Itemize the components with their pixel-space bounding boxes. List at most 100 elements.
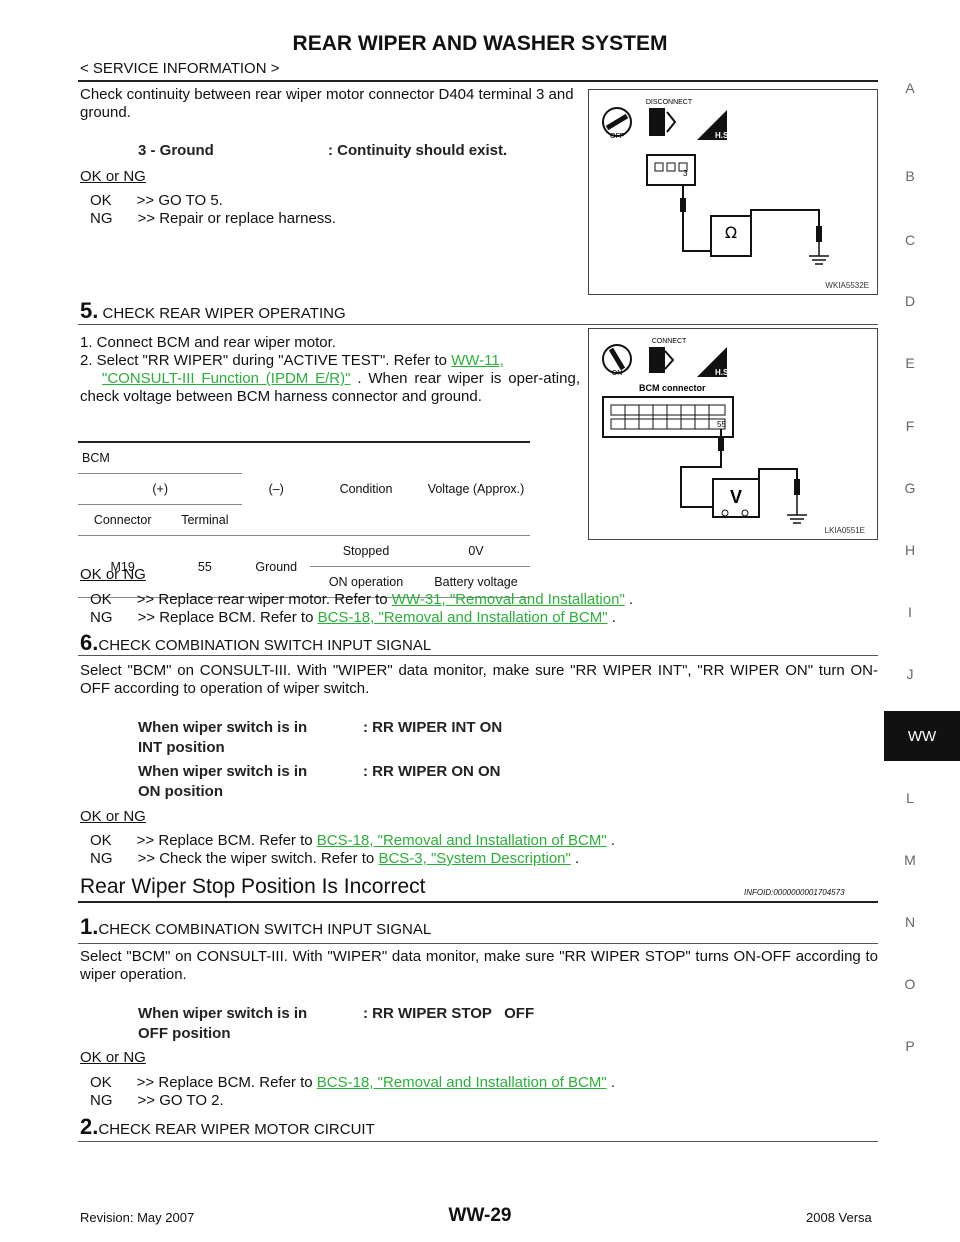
ok-result-3: OK >> Replace BCM. Refer to BCS-18, "Rem… [90,832,615,850]
table-header-row-2: (+) [78,473,530,505]
step-2-heading: 2.CHECK REAR WIPER MOTOR CIRCUIT [80,1114,375,1140]
divider [78,324,878,325]
ok-result-3-tail: . [606,832,616,849]
ng-result-3-tail: . [570,850,580,867]
side-index-h[interactable]: H [904,542,916,558]
table-header-minus: (–) [242,442,310,536]
divider [78,655,878,656]
ng-result-2-text: NG >> Replace BCM. Refer to [90,609,318,626]
vehicle-model: 2008 Versa [806,1210,872,1225]
revision-date: Revision: May 2007 [80,1210,195,1225]
figure-code: WKIA5532E [825,281,869,290]
voltmeter-symbol: V [730,487,742,507]
ok-or-ng-heading-4: OK or NG [80,1049,146,1066]
condition-on-value: : RR WIPER ON ON [363,763,501,780]
condition-on-line-1: When wiper switch is in [138,763,308,780]
link-consult-iii-function[interactable]: "CONSULT-III Function (IPDM E/R)" [102,370,351,387]
step-1-heading: 1.CHECK COMBINATION SWITCH INPUT SIGNAL [80,914,431,940]
table-header-row-3: Connector Terminal [78,504,530,536]
step-5-heading: 5. CHECK REAR WIPER OPERATING [80,298,346,324]
link-ww-11[interactable]: WW-11, [451,352,504,369]
connect-label: CONNECT [652,338,687,345]
ignition-off-label: OFF [610,133,624,140]
link-ww-31[interactable]: WW-31, "Removal and Installation" [391,591,625,608]
step-title: CHECK REAR WIPER MOTOR CIRCUIT [98,1121,375,1138]
section-rule [78,901,878,903]
side-index-d[interactable]: D [904,293,916,309]
ignition-on-label: ON [612,370,623,377]
table-header-terminal: Terminal [167,504,243,536]
side-index-j[interactable]: J [906,666,914,682]
side-index-b[interactable]: B [905,168,915,184]
step1-text: Select "BCM" on CONSULT-III. With "WIPER… [80,948,878,983]
ng-result-3-text: NG >> Check the wiper switch. Refer to [90,850,379,867]
table-header-row-1: BCM (–) Condition Voltage (Approx.) [78,442,530,536]
divider [78,1141,878,1142]
table-header-voltage: Voltage (Approx.) [422,442,530,536]
step-title: CHECK REAR WIPER OPERATING [102,305,346,322]
table-header-condition: Condition [310,442,422,536]
table-header-connector: Connector [78,504,168,536]
ok-or-ng-heading-3: OK or NG [80,808,146,825]
condition-int-line-1: When wiper switch is in [138,719,308,736]
side-index-p[interactable]: P [905,1038,915,1054]
step5-item-2-text-cont: . When rear wiper is oper-ating, check v… [80,370,580,405]
step5-item-1: 1. Connect BCM and rear wiper motor. [80,334,336,351]
side-index-m[interactable]: M [904,852,916,868]
ok-result-2-tail: . [624,591,634,608]
step-title: CHECK COMBINATION SWITCH INPUT SIGNAL [98,921,432,938]
link-bcs-18[interactable]: BCS-18, "Removal and Installation of BCM… [316,1074,607,1091]
table-header-bcm: BCM [78,442,243,474]
condition-value: : Continuity should exist. [328,142,508,159]
ok-result-2-text: OK >> Replace rear wiper motor. Refer to [90,591,392,608]
terminal-number: 3 [683,169,688,178]
table-cell-voltage-2: Battery voltage [422,566,530,598]
ok-result-4-text: OK >> Replace BCM. Refer to [90,1074,317,1091]
side-index-g[interactable]: G [904,480,916,496]
link-bcs-3[interactable]: BCS-3, "System Description" [378,850,571,867]
condition-off-value: : RR WIPER STOP OFF [363,1005,535,1022]
side-index-l[interactable]: L [906,790,914,806]
side-index-i[interactable]: I [908,604,912,620]
harness-side-label: H.S. [715,131,731,140]
ok-result-3-text: OK >> Replace BCM. Refer to [90,832,317,849]
table-cell-connector: M19 [78,535,168,598]
side-index-ww-active[interactable]: WW [884,711,960,761]
continuity-diagram: OFF DISCONNECT H.S. 3 Ω WKIA5532E [588,89,878,295]
ok-result-2: OK >> Replace rear wiper motor. Refer to… [90,591,633,609]
harness-side-label-2: H.S. [715,368,731,377]
info-id: INFOID:0000000001704573 [744,888,845,897]
intro-text: Check continuity between rear wiper moto… [80,86,574,121]
step5-item-2-text: 2. Select "RR WIPER" during "ACTIVE TEST… [80,352,452,369]
voltage-diagram: ON CONNECT H.S. BCM connector 55 V LKIA0… [588,328,878,540]
table-row: ON operation Battery voltage [78,566,530,598]
side-index-e[interactable]: E [905,355,915,371]
step6-text: Select "BCM" on CONSULT-III. With "WIPER… [80,662,878,697]
section-title: Rear Wiper Stop Position Is Incorrect [80,875,426,898]
page-subtitle: < SERVICE INFORMATION > [80,60,280,77]
ok-or-ng-heading-2: OK or NG [80,566,146,583]
side-index-o[interactable]: O [904,976,916,992]
ok-or-ng-heading: OK or NG [80,168,146,185]
link-bcs-18[interactable]: BCS-18, "Removal and Installation of BCM… [316,832,607,849]
ng-result-2: NG >> Replace BCM. Refer to BCS-18, "Rem… [90,609,616,627]
side-index-c[interactable]: C [904,232,916,248]
step-number: 1. [80,914,99,939]
figure-code-2: LKIA0551E [824,526,865,535]
side-index-a[interactable]: A [905,80,915,96]
condition-label: 3 - Ground [138,142,214,159]
step-number: 2. [80,1114,99,1139]
table-cell-condition-2: ON operation [310,566,422,598]
condition-int-value: : RR WIPER INT ON [363,719,503,736]
ok-result-4: OK >> Replace BCM. Refer to BCS-18, "Rem… [90,1074,615,1092]
side-index-f[interactable]: F [905,418,915,434]
table-cell-condition-1: Stopped [310,535,422,567]
link-bcs-18[interactable]: BCS-18, "Removal and Installation of BCM… [317,609,608,626]
side-index-n[interactable]: N [904,914,916,930]
condition-off-line-2: OFF position [138,1025,231,1042]
ng-result-2-tail: . [607,609,616,626]
table-cell-terminal: 55 [167,535,243,598]
page-title: REAR WIPER AND WASHER SYSTEM [292,32,668,55]
